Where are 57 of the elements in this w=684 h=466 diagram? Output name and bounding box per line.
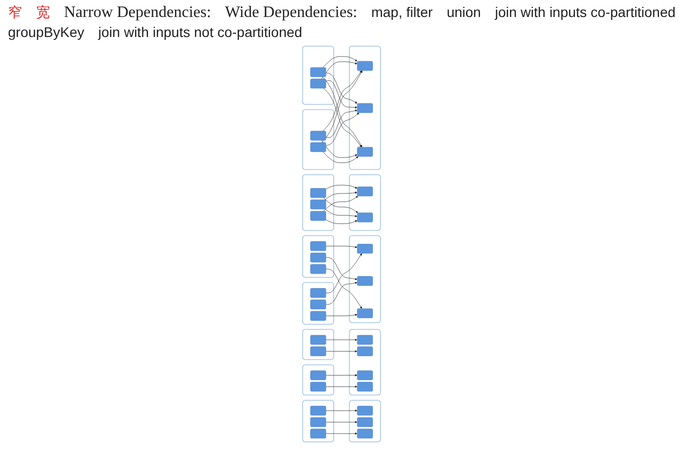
- cluster: [350, 174, 382, 231]
- node-box: [358, 103, 374, 113]
- node-box: [358, 428, 374, 438]
- cluster: [302, 329, 334, 360]
- node-box: [310, 211, 326, 221]
- node-box: [310, 300, 326, 310]
- cluster: [302, 235, 334, 278]
- node-box: [310, 311, 326, 321]
- caption-text: groupByKey: [8, 24, 84, 40]
- node-box: [358, 308, 374, 318]
- node-box: [358, 417, 374, 427]
- node-box: [358, 186, 374, 196]
- cluster: [302, 400, 334, 442]
- node-box: [310, 252, 326, 262]
- node-box: [310, 264, 326, 274]
- node-box: [310, 406, 326, 416]
- node-box: [358, 382, 374, 392]
- section-heading: Narrow Dependencies:: [64, 4, 212, 22]
- node-box: [310, 188, 326, 198]
- node-box: [358, 406, 374, 416]
- chinese-heading: 窄: [8, 4, 22, 22]
- node-box: [358, 276, 374, 286]
- cluster: [302, 109, 334, 170]
- section-heading: Wide Dependencies:: [225, 4, 358, 22]
- node-box: [310, 241, 326, 251]
- cluster: [302, 364, 334, 396]
- node-box: [310, 428, 326, 438]
- node-box: [310, 78, 326, 88]
- node-box: [310, 288, 326, 298]
- node-box: [358, 61, 374, 71]
- cluster: [350, 400, 382, 442]
- caption-text: join with inputs not co-partitioned: [98, 24, 302, 40]
- cluster: [302, 174, 334, 231]
- node-box: [358, 346, 374, 356]
- node-box: [310, 200, 326, 210]
- node-box: [358, 147, 374, 157]
- node-box: [310, 130, 326, 140]
- cluster: [350, 329, 382, 396]
- node-box: [358, 212, 374, 222]
- caption-text: union: [446, 4, 481, 22]
- cluster: [350, 46, 382, 170]
- node-box: [310, 335, 326, 345]
- chinese-heading: 宽: [36, 4, 50, 22]
- cluster: [302, 46, 334, 105]
- node-box: [310, 382, 326, 392]
- node-box: [358, 370, 374, 380]
- node-box: [358, 335, 374, 345]
- node-box: [310, 346, 326, 356]
- caption-text: join with inputs co-partitioned: [494, 4, 676, 22]
- node-box: [310, 67, 326, 77]
- caption-text: map, filter: [371, 4, 433, 22]
- node-box: [310, 142, 326, 152]
- node-box: [310, 370, 326, 380]
- cluster: [350, 235, 382, 323]
- cluster: [302, 282, 334, 324]
- node-box: [310, 417, 326, 427]
- node-box: [358, 244, 374, 254]
